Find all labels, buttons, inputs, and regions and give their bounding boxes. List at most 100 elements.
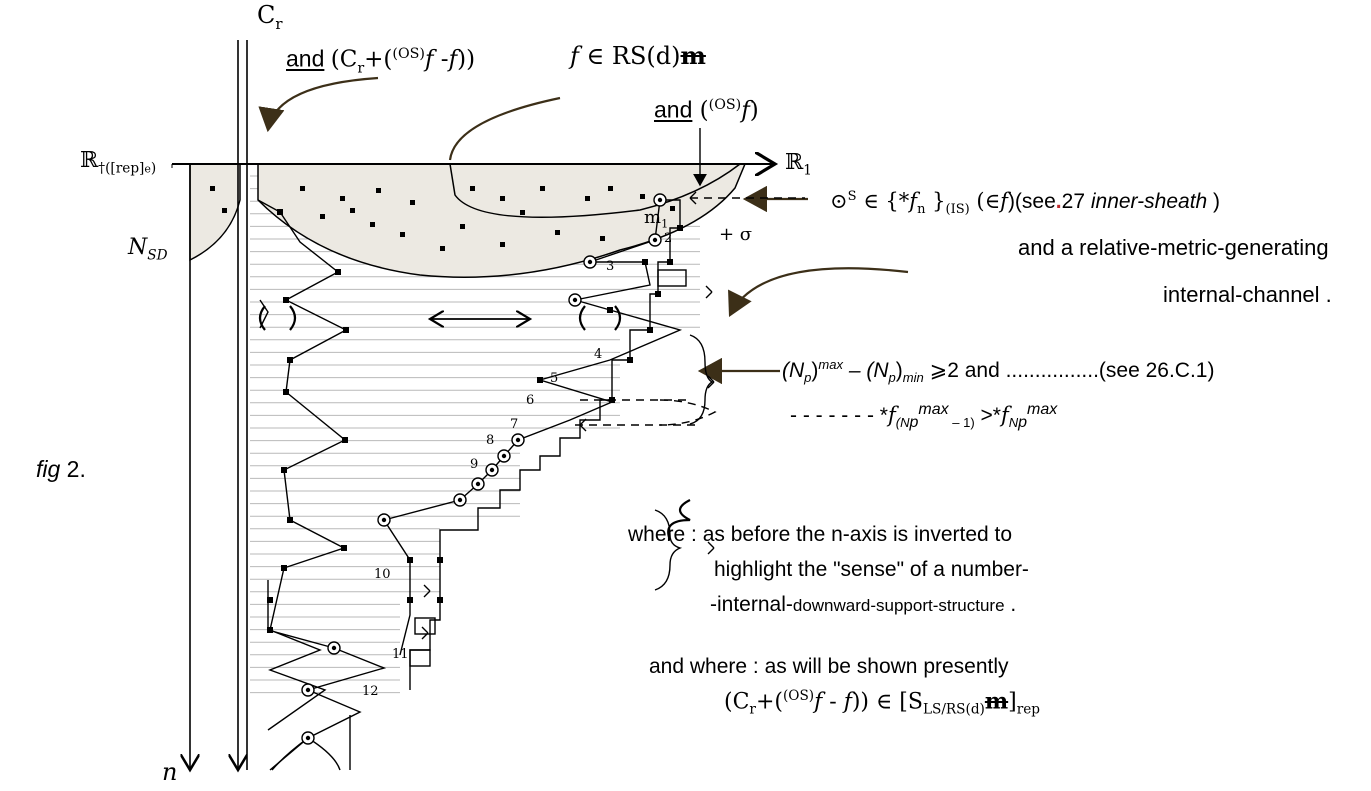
cr-axis-label: Cr — [257, 1, 283, 33]
dashed-lines — [575, 197, 805, 426]
circled-node-center — [515, 437, 521, 443]
where-line-1: where : as before the n-axis is inverted… — [628, 523, 1013, 546]
brace — [654, 334, 714, 591]
circled-node-center — [572, 297, 578, 303]
square-node — [335, 269, 341, 275]
circled-node-center — [381, 517, 387, 523]
circled-node-center — [652, 237, 658, 243]
square-node — [342, 437, 348, 443]
circled-node-center — [657, 197, 663, 203]
stipple-dot — [460, 224, 465, 229]
node-number: 7 — [510, 417, 519, 432]
stipple-dot — [410, 200, 415, 205]
stipple-dot — [600, 236, 605, 241]
stipple-dot — [400, 232, 405, 237]
r-one-label: ℝ1 — [785, 150, 812, 179]
stipple-dot — [222, 208, 227, 213]
stipple-dot — [540, 186, 545, 191]
circled-node-center — [489, 467, 495, 473]
node-number: 10 — [374, 567, 391, 582]
tail-curve — [307, 737, 341, 771]
square-node — [343, 327, 349, 333]
circled-node-center — [501, 453, 507, 459]
square-node — [407, 557, 413, 563]
node-number: 2 — [664, 231, 673, 246]
stipple-dot — [555, 230, 560, 235]
n-axis-label: n — [162, 758, 178, 786]
np-difference-label: (Np)max – (Np)min ⩾2 and ...............… — [782, 357, 1215, 386]
node-number: 11 — [392, 647, 409, 662]
channel-box — [657, 269, 687, 287]
left-zigzag — [257, 199, 348, 731]
square-node — [287, 517, 293, 523]
stipple-dot — [608, 186, 613, 191]
fstar-inequality-label: - - - - - - - *f(Npmax – 1) >*fNpmax — [790, 401, 1058, 432]
square-node — [607, 307, 613, 313]
square-node — [647, 327, 653, 333]
square-node — [667, 259, 673, 265]
circled-node-center — [587, 259, 593, 265]
square-node — [281, 565, 287, 571]
brackets — [258, 305, 691, 541]
m1-label: m1 — [644, 207, 669, 231]
where-line-3: -internal-downward-support-structure . — [710, 593, 1017, 616]
square-node — [537, 377, 543, 383]
square-node — [267, 627, 273, 633]
inner-zigzag — [267, 580, 387, 771]
stipple-dot — [376, 188, 381, 193]
stipple-dot — [440, 246, 445, 251]
square-node — [287, 357, 293, 363]
plus-sigma-label: + σ — [719, 224, 753, 245]
square-node — [437, 597, 443, 603]
node-number: 4 — [594, 347, 603, 362]
stipple-region — [189, 163, 747, 278]
stipple-dot — [210, 186, 215, 191]
square-node — [341, 545, 347, 551]
node-number: 8 — [486, 433, 495, 448]
stipple-dot — [500, 196, 505, 201]
square-node — [655, 291, 661, 297]
square-node — [283, 297, 289, 303]
small-mark — [259, 299, 269, 329]
where-line-2: highlight the "sense" of a number- — [714, 558, 1029, 581]
odot-inner-sheath-label: ⊙S ∈ {*fn }(IS) (∈f)(see.27 inner-sheath… — [830, 189, 1221, 218]
f-in-rs-label: f ∈ RS(d)m — [570, 41, 706, 70]
square-node — [281, 467, 287, 473]
stipple-dot — [470, 186, 475, 191]
internal-channel-label: internal-channel . — [1163, 282, 1332, 307]
stipple-dot — [300, 186, 305, 191]
axes — [171, 40, 775, 770]
annotation-arrows — [258, 76, 909, 385]
figure-caption: fig 2. — [36, 456, 86, 482]
square-node — [407, 597, 413, 603]
square-node — [283, 389, 289, 395]
node-number: 9 — [470, 457, 479, 472]
circled-node-center — [475, 481, 481, 487]
node-number: 3 — [606, 259, 615, 274]
nsd-label: NSD — [128, 235, 168, 264]
square-node — [267, 597, 273, 603]
stipple-dot — [585, 196, 590, 201]
stipple-dot — [350, 208, 355, 213]
node-number: 12 — [362, 684, 379, 699]
square-node — [642, 259, 648, 265]
cr-expression-label: and (Cr+((OS)f -f)) — [286, 45, 476, 77]
circled-node-center — [305, 735, 311, 741]
stipple-dot — [340, 196, 345, 201]
channel-box — [414, 617, 436, 635]
square-node — [677, 225, 683, 231]
square-node — [627, 357, 633, 363]
square-node — [277, 209, 283, 215]
side-arrows — [421, 191, 715, 640]
circled-node-center — [331, 645, 337, 651]
circled-node-center — [305, 687, 311, 693]
final-expression: (Cr+((OS)f - f)) ∈ [SLS/RS(d)m]rep — [724, 688, 1041, 718]
stipple-dot — [640, 194, 645, 199]
stipple-dot — [520, 210, 525, 215]
node-number: 6 — [526, 393, 535, 408]
stipple-dot — [320, 214, 325, 219]
r-dagger-label: ℝ†([rep]e) — [80, 148, 157, 177]
stipple-dot — [670, 206, 675, 211]
os-expression-label: and ((OS)f) — [654, 96, 759, 124]
